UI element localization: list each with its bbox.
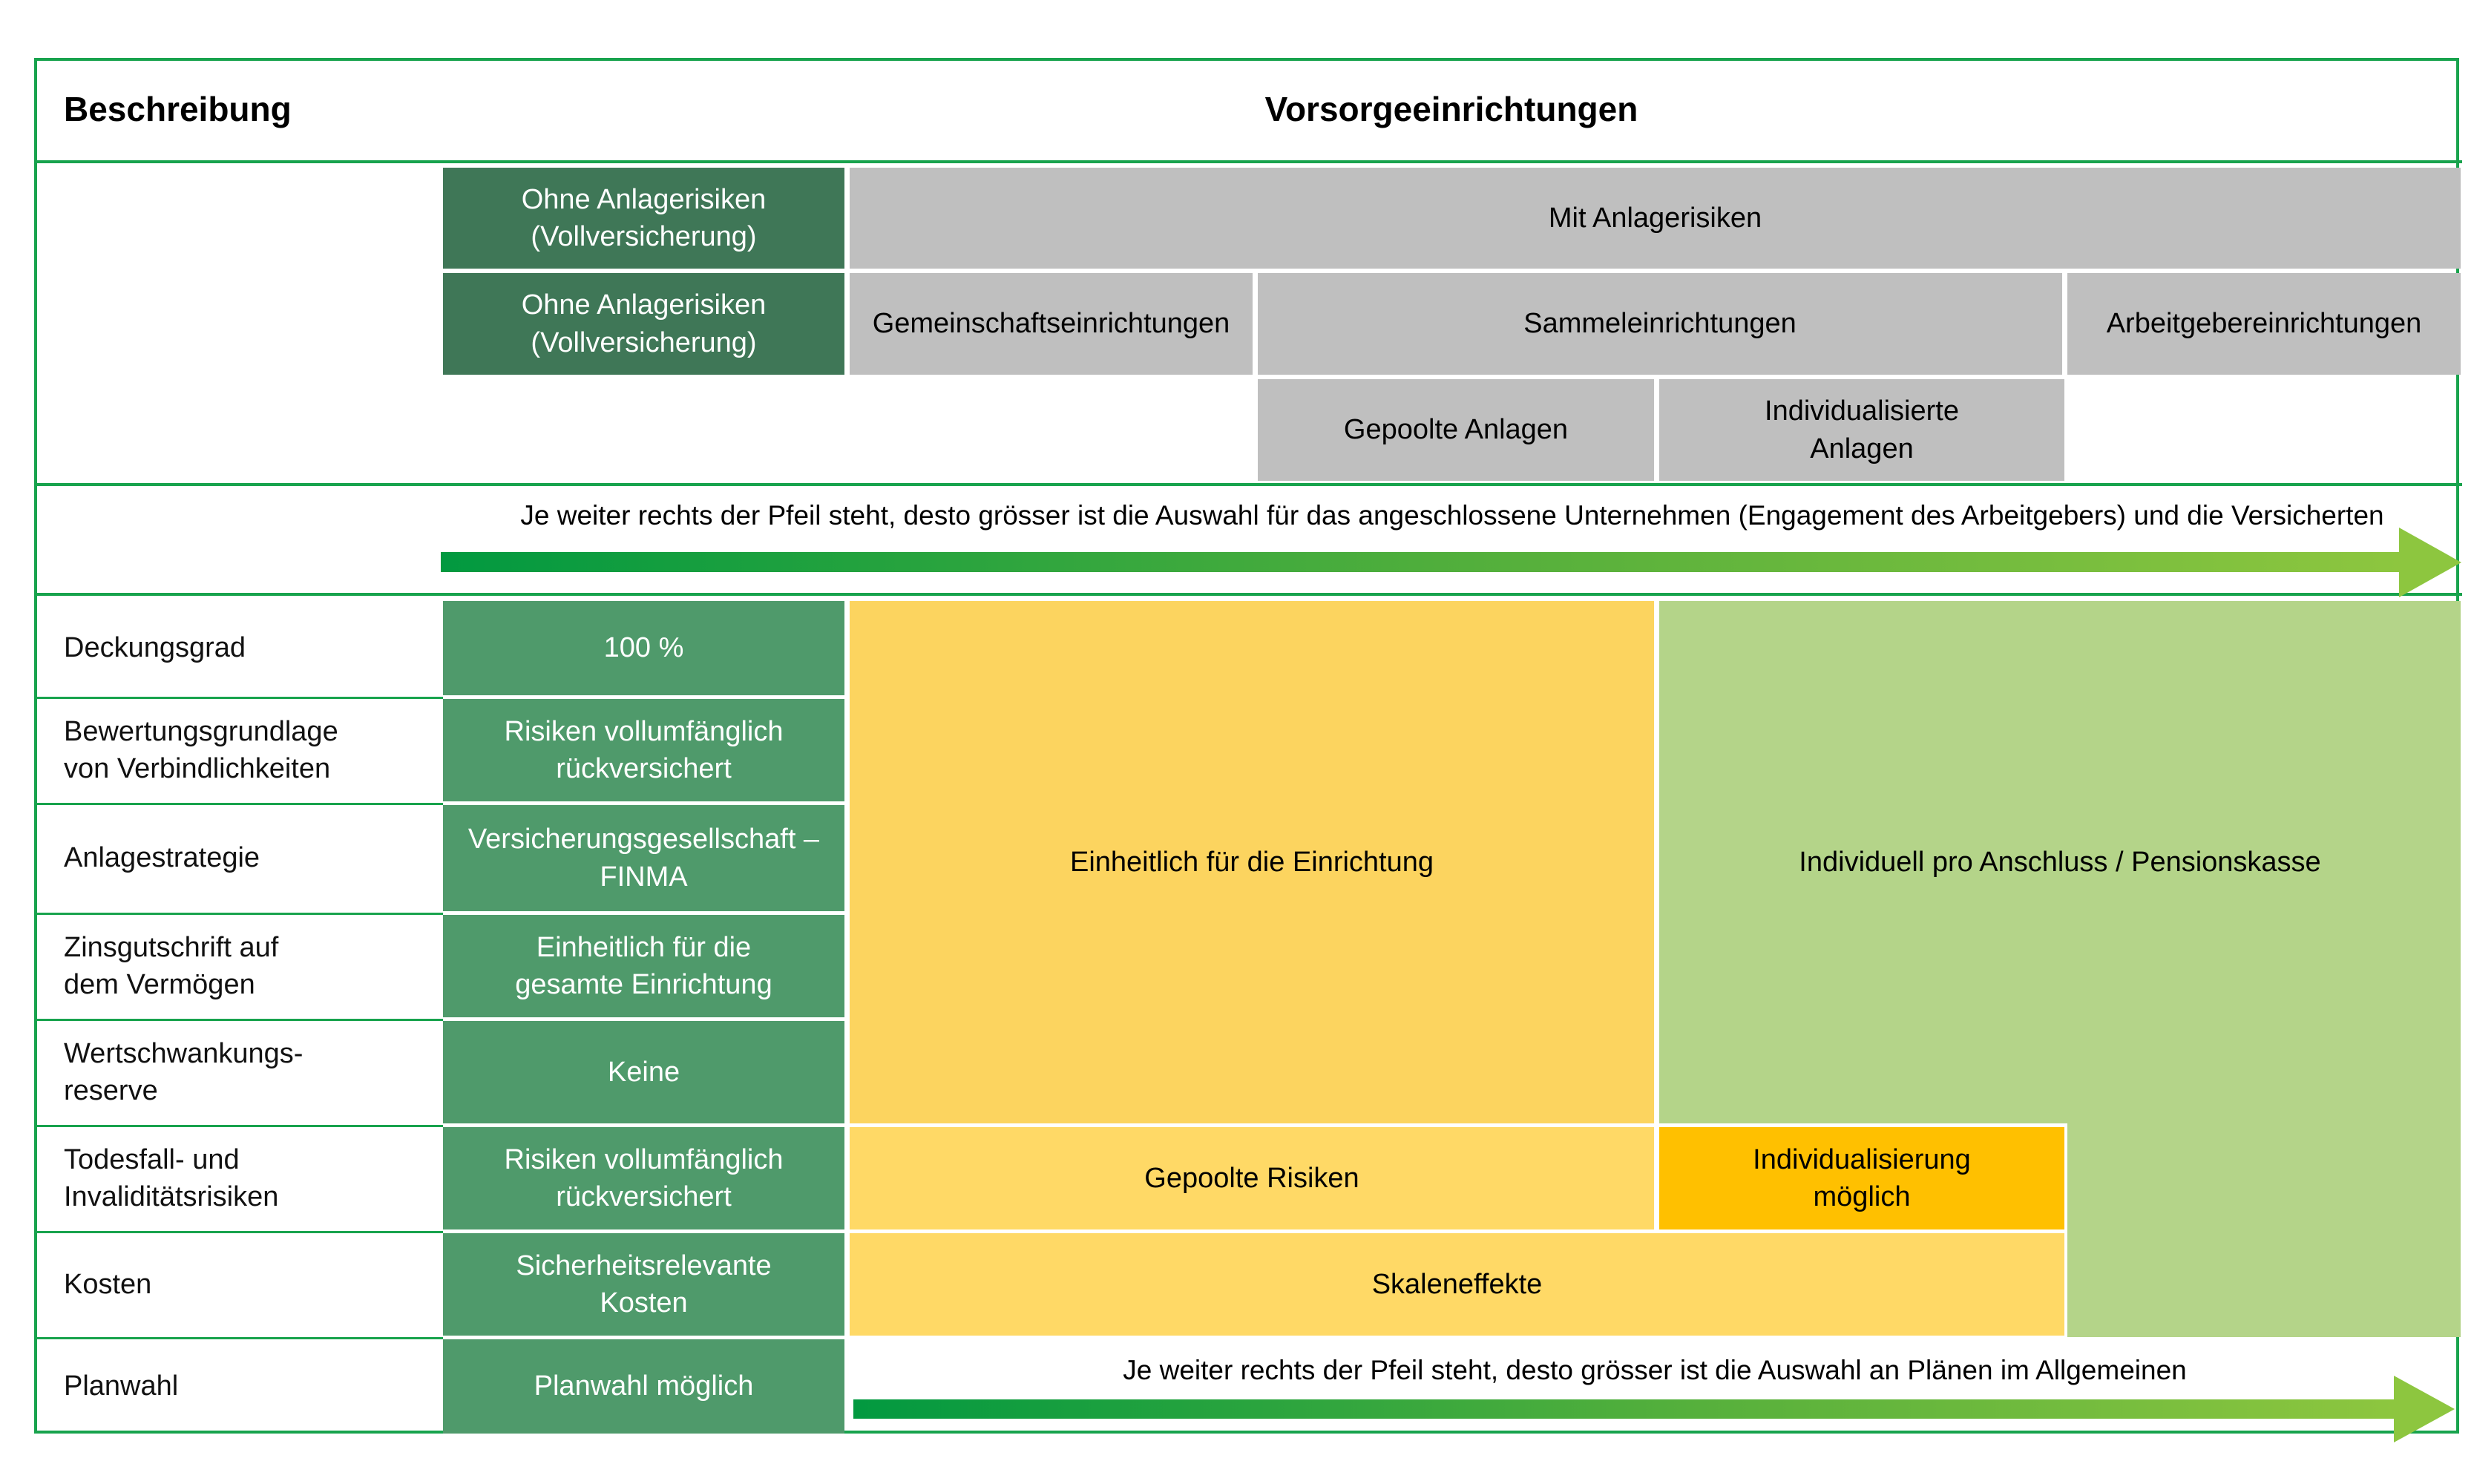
row-label-bewertungsgrundlage: Bewertungsgrundlage von Verbindlichkeite…: [64, 715, 338, 784]
cell-gepoolte-anlagen: Gepoolte Anlagen: [1258, 379, 1654, 481]
top-arrow-head-icon: [2399, 528, 2461, 597]
row-separator: [37, 1337, 443, 1339]
row-value-anlagestrategie: Versicherungsgesellschaft – FINMA: [443, 805, 844, 911]
cell-skaleneffekte: Skaleneffekte: [850, 1233, 2064, 1336]
row-label-zinsgutschrift: Zinsgutschrift auf dem Vermögen: [64, 931, 279, 1000]
row-label-anlagestrategie: Anlagestrategie: [64, 842, 260, 874]
row-value-kosten: Sicherheitsrelevante Kosten: [443, 1233, 844, 1336]
row-label-planwahl: Planwahl: [64, 1370, 179, 1402]
header-divider-line: [34, 160, 2462, 163]
row-value-wertschwankungsreserve: Keine: [443, 1021, 844, 1123]
cell-light-green-strip: [2067, 1123, 2461, 1337]
row-separator: [37, 697, 443, 699]
cell-gepoolte-risiken: Gepoolte Risiken: [850, 1127, 1654, 1229]
bottom-arrow: [853, 1399, 2394, 1419]
row-value-planwahl: Planwahl möglich: [443, 1339, 844, 1434]
top-arrow: [441, 552, 2400, 572]
cell-ohne-anlagerisiken-top: Ohne Anlagerisiken (Vollversicherung): [443, 168, 844, 269]
row-separator: [37, 1231, 443, 1233]
row-value-deckungsgrad: 100 %: [443, 601, 844, 695]
row-value-todesfall: Risiken vollumfänglich rückversichert: [443, 1127, 844, 1229]
cell-sammeleinrichtungen: Sammeleinrichtungen: [1258, 273, 2062, 375]
cell-arbeitgebereinrichtungen: Arbeitgebereinrichtungen: [2067, 273, 2461, 375]
row-separator: [37, 1125, 443, 1127]
cell-einheitlich-fuer-einrichtung: Einheitlich für die Einrichtung: [850, 601, 1654, 1123]
row-value-zinsgutschrift: Einheitlich für die gesamte Einrichtung: [443, 915, 844, 1017]
row-separator: [37, 1019, 443, 1021]
row-separator: [37, 803, 443, 805]
cell-ohne-anlagerisiken-bottom: Ohne Anlagerisiken (Vollversicherung): [443, 273, 844, 375]
cell-individuell-pro-anschluss: Individuell pro Anschluss / Pensionskass…: [1659, 601, 2461, 1123]
institutions-header: Vorsorgeeinrichtungen: [1264, 90, 1638, 128]
arrow-section-top-line: [34, 483, 2462, 486]
cell-individualisierung-moeglich: Individualisierung möglich: [1659, 1127, 2064, 1229]
row-label-todesfall: Todesfall- und Invaliditätsrisiken: [64, 1143, 279, 1212]
cell-individualisierte-anlagen: Individualisierte Anlagen: [1659, 379, 2064, 481]
top-arrow-caption: Je weiter rechts der Pfeil steht, desto …: [520, 500, 2384, 531]
description-header: Beschreibung: [64, 90, 292, 128]
arrow-section-bottom-line: [34, 593, 2462, 596]
row-label-kosten: Kosten: [64, 1268, 152, 1300]
row-separator: [37, 913, 443, 915]
cell-mit-anlagerisiken: Mit Anlagerisiken: [850, 168, 2461, 269]
row-label-deckungsgrad: Deckungsgrad: [64, 632, 246, 664]
bottom-arrow-caption: Je weiter rechts der Pfeil steht, desto …: [1123, 1355, 2187, 1385]
row-label-wertschwankungsreserve: Wertschwankungs- reserve: [64, 1037, 303, 1106]
bottom-arrow-head-icon: [2394, 1376, 2455, 1442]
cell-gemeinschaftseinrichtungen: Gemeinschaftseinrichtungen: [850, 273, 1253, 375]
row-value-bewertungsgrundlage: Risiken vollumfänglich rückversichert: [443, 699, 844, 801]
